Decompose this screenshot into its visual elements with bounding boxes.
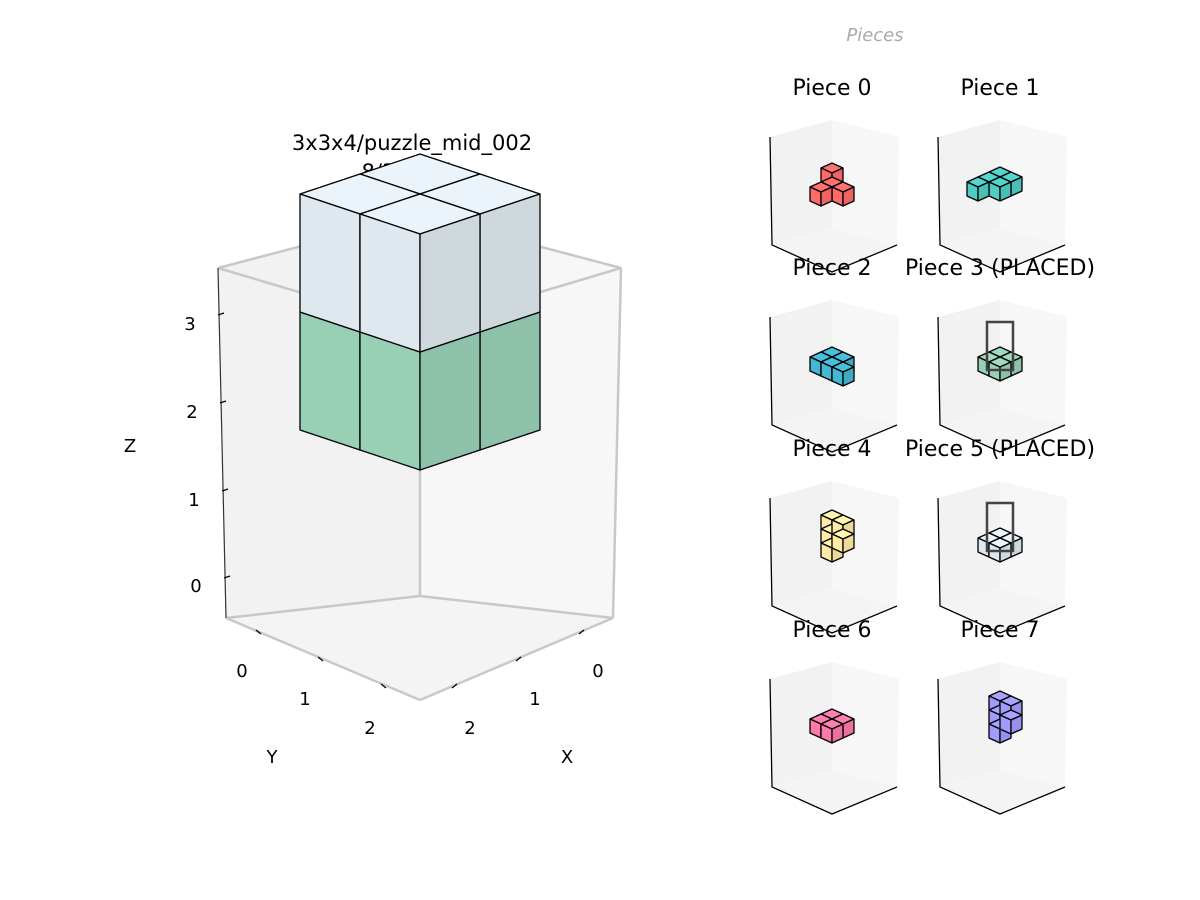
piece-cubes [809,708,855,744]
mini-pane-right [832,300,899,425]
mini-pane-right [832,120,899,245]
piece-card-1[interactable]: Piece 1 [937,76,1067,273]
piece-cubes [809,162,855,207]
piece-label: Piece 4 [792,437,871,462]
mini-pane-left [938,481,1000,606]
mini-pane-left [938,300,1000,425]
mini-floor [772,228,897,272]
z-tick-0: 0 [190,576,201,597]
mini-floor [772,589,897,633]
placed-marker [985,320,1015,372]
mini-pane-right [1000,662,1067,787]
piece-card-5[interactable]: Piece 5 (PLACED) [905,437,1095,634]
x-tick-2: 2 [464,718,475,739]
cube-cell [809,181,833,207]
mini-floor [940,770,1065,814]
y-tick-0: 0 [236,661,247,682]
piece-label: Piece 2 [792,256,871,281]
piece-card-4[interactable]: Piece 4 [769,437,899,634]
mini-axes [937,136,1066,273]
z-tick-1: 1 [188,490,199,511]
floor-pane [226,596,613,700]
cube-cell [831,361,855,387]
piece-card-3[interactable]: Piece 3 (PLACED) [905,256,1095,453]
mini-floor [772,408,897,452]
x-axis-label: X [561,747,573,768]
mini-pane-right [1000,300,1067,425]
mini-pane-left [770,300,832,425]
cube-cell [999,709,1023,735]
piece-label: Piece 7 [960,618,1039,643]
mini-pane-left [938,662,1000,787]
piece-label: Piece 3 (PLACED) [905,256,1095,281]
mini-pane-right [832,481,899,606]
cube-cell [966,176,990,202]
piece-label: Piece 5 (PLACED) [905,437,1095,462]
mini-pane-right [1000,120,1067,245]
x-tick-0: 0 [592,661,603,682]
y-tick-1: 1 [299,689,310,710]
y-tick-2: 2 [364,718,375,739]
piece-label: Piece 6 [792,618,871,643]
piece-cubes [966,166,1023,202]
z-axis-label: Z [124,436,136,457]
mini-floor [772,770,897,814]
cube-cell [831,528,855,554]
mini-axes [769,316,898,453]
y-ticks [255,629,387,689]
mini-floor [940,228,1065,272]
cube-cell [359,193,481,353]
mini-floor [940,408,1065,452]
piece-card-6[interactable]: Piece 6 [769,618,899,815]
z-tick-3: 3 [184,314,195,335]
pieces-panel: Piece 0 Piece 1 Piece 2 Piece 3 (PLACED) Pie… [769,76,1095,815]
main-3d-view[interactable]: 3x3x4/puzzle_mid_002 8/36 cells [124,131,623,768]
x-ticks [451,629,585,689]
cube-cell [988,537,1012,563]
mini-axes [937,316,1066,453]
pieces-heading: Pieces [846,25,903,46]
piece-cubes [988,690,1023,744]
z-axis-line [217,267,227,619]
x-tick-1: 1 [529,689,540,710]
placed-cubes [299,153,541,471]
mini-pane-left [770,662,832,787]
cube-cell [988,176,1012,202]
z-tick-2: 2 [186,402,197,423]
mini-axes [937,678,1066,815]
piece-cubes [809,346,855,387]
mini-pane-right [1000,481,1067,606]
puzzle-title: 3x3x4/puzzle_mid_002 [292,131,532,156]
mini-pane-left [770,120,832,245]
mini-floor [940,589,1065,633]
y-axis-label: Y [266,747,279,768]
mini-axes [937,497,1066,634]
piece-label: Piece 1 [960,76,1039,101]
cube-cell [820,718,844,744]
piece-card-0[interactable]: Piece 0 [769,76,899,273]
mini-axes [769,497,898,634]
piece-cubes [820,509,855,563]
z-ticks [217,312,231,579]
mini-pane-right [832,662,899,787]
placed-marker [985,501,1015,553]
piece-card-7[interactable]: Piece 7 [937,618,1067,815]
cube-cell [988,356,1012,382]
mini-axes [769,678,898,815]
mini-axes [769,136,898,273]
cube-cell [831,181,855,207]
piece-cubes [977,527,1023,563]
piece-card-2[interactable]: Piece 2 [769,256,899,453]
piece-label: Piece 0 [792,76,871,101]
mini-pane-left [770,481,832,606]
